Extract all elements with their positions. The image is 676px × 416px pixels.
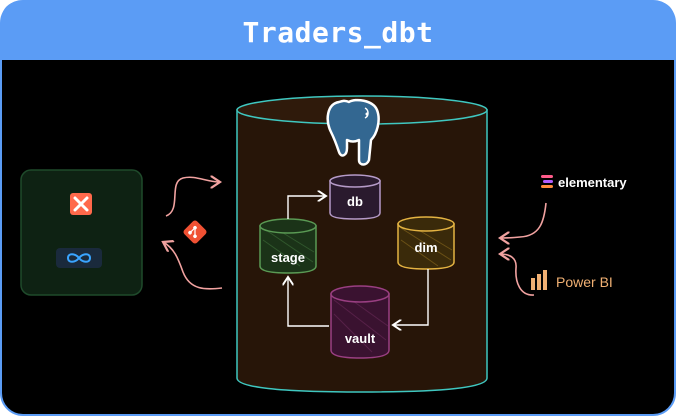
- vault-to-stage-arrow: [288, 277, 329, 327]
- power-bi-arrow: [500, 254, 535, 296]
- elementary-label: elementary: [558, 175, 627, 190]
- elementary-arrow: [500, 202, 547, 238]
- power-bi-icon: [531, 270, 547, 290]
- infinity-icon: [56, 248, 102, 268]
- postgresql-elephant-icon: [326, 98, 380, 166]
- diagram-title: Traders_dbt: [243, 16, 434, 49]
- dim-label: dim: [414, 240, 437, 255]
- power-bi-label: Power BI: [556, 274, 613, 290]
- source-tools-box: [20, 169, 143, 296]
- db-table: db: [329, 174, 381, 220]
- return-arrow: [163, 242, 223, 290]
- vault-table: vault: [330, 285, 390, 359]
- vault-label: vault: [345, 331, 376, 346]
- dim-table: dim: [397, 216, 455, 270]
- db-label: db: [347, 194, 363, 209]
- git-icon: [183, 220, 207, 244]
- stage-label: stage: [271, 250, 305, 265]
- dbt-icon: [70, 193, 92, 215]
- stage-table: stage: [259, 218, 317, 274]
- dim-to-vault-arrow: [393, 269, 429, 325]
- elementary-icon: [541, 175, 553, 188]
- ingest-arrow: [165, 177, 220, 217]
- stage-to-db-arrow: [287, 196, 326, 219]
